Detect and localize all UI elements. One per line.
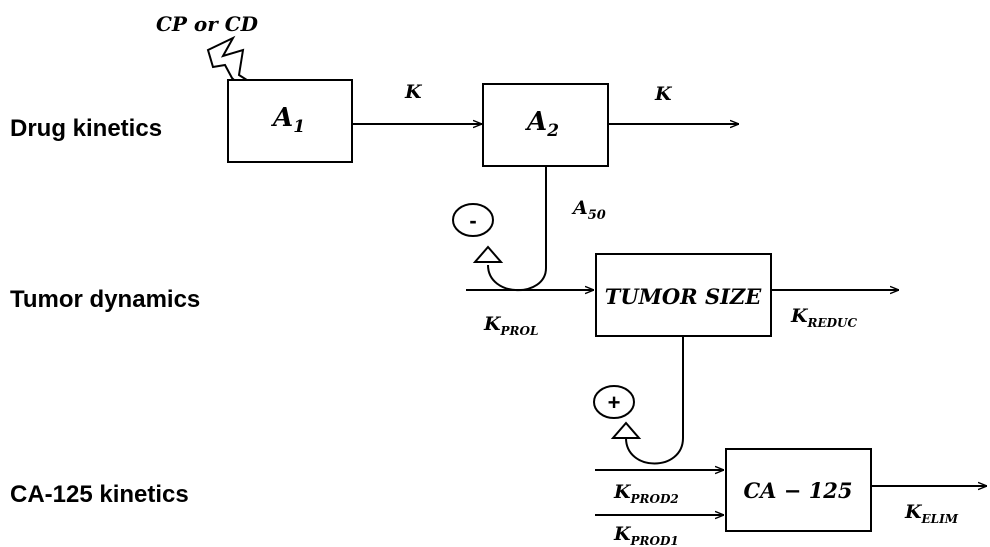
edge-label-kprol: KPROL bbox=[483, 313, 538, 338]
edge-label-k1: K bbox=[404, 81, 423, 103]
stimulate-sign: + bbox=[608, 390, 621, 415]
triangle-arrowhead-icon bbox=[472, 245, 504, 263]
trigger-label: CP or CD bbox=[156, 12, 259, 36]
edge-label-a50: A50 bbox=[571, 197, 606, 223]
effect-path-a2-to-tumor bbox=[487, 166, 547, 292]
effect-path-tumor-to-ca125 bbox=[625, 336, 684, 465]
box-a1 bbox=[227, 79, 353, 163]
inhibit-sign: - bbox=[469, 208, 476, 233]
box-ca125 bbox=[725, 448, 872, 532]
edge-label-kprod2: KPROD2 bbox=[613, 481, 679, 506]
box-tumor-size bbox=[595, 253, 772, 337]
inhibit-sign-circle bbox=[452, 203, 494, 237]
edge-label-k2: K bbox=[654, 83, 673, 105]
box-a1-label: A1 bbox=[270, 103, 305, 137]
stimulate-sign-circle bbox=[593, 385, 635, 419]
edge-label-kelim: KELIM bbox=[904, 501, 959, 526]
row-label-ca125-kinetics: CA-125 kinetics bbox=[10, 481, 189, 508]
edge-label-kprod1: KPROD1 bbox=[613, 523, 679, 547]
edge-label-kreduc: KREDUC bbox=[790, 305, 858, 330]
lightning-bolt-icon bbox=[206, 35, 254, 85]
box-ca125-label: CA − 125 bbox=[743, 478, 852, 503]
box-a2 bbox=[482, 83, 609, 167]
row-label-drug-kinetics: Drug kinetics bbox=[10, 115, 163, 142]
box-a2-label: A2 bbox=[524, 107, 559, 141]
box-tumor-size-label: TUMOR SIZE bbox=[605, 284, 763, 309]
row-label-tumor-dynamics: Tumor dynamics bbox=[10, 286, 201, 313]
triangle-arrowhead-icon bbox=[610, 421, 642, 439]
